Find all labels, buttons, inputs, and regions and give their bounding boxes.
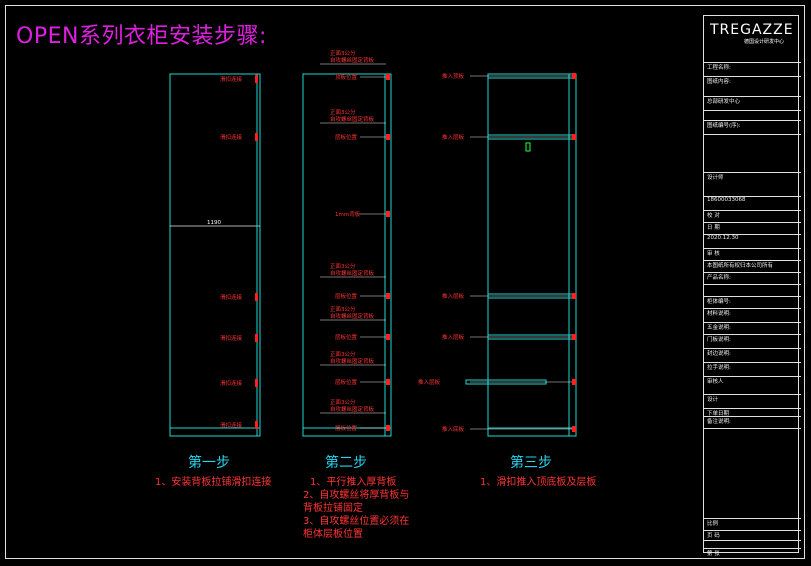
screw-marker xyxy=(386,334,390,340)
screw-note-line1: 正面3公分 xyxy=(330,350,356,358)
step1-note: 1、安装背板拉铺滑扣连接 xyxy=(155,477,272,488)
screw-note-line2: 自攻螺丝固定背板 xyxy=(330,269,375,277)
step3-label: 推入顶板 xyxy=(442,72,465,80)
clip-marker xyxy=(255,75,258,83)
screw-note-line2: 自攻螺丝固定背板 xyxy=(330,56,375,64)
clip-marker xyxy=(255,293,258,301)
step2-label: 层板位置 xyxy=(335,133,358,141)
title-block-row xyxy=(704,134,801,145)
screw-note-line1: 正面3公分 xyxy=(330,262,356,270)
slide-marker xyxy=(572,293,576,299)
screw-note-line1: 正面3公分 xyxy=(330,108,356,116)
screw-note-line2: 自攻螺丝固定背板 xyxy=(330,115,375,123)
clip-marker xyxy=(255,133,258,141)
title-block-row: 设计师 xyxy=(704,172,801,183)
title-block-row: 柜体编号: xyxy=(704,296,801,307)
step1-label: 滑扣连接 xyxy=(220,379,243,387)
step2-note-3: 3、自攻螺丝位置必须在柜体层板位置 xyxy=(303,516,410,540)
screw-note-line2: 自攻螺丝固定背板 xyxy=(330,405,375,413)
step3-heading: 第三步 xyxy=(510,455,552,471)
step3-label: 推入底板 xyxy=(442,425,465,433)
drawing-frame xyxy=(5,5,805,559)
title-block-row xyxy=(704,540,801,551)
slide-marker xyxy=(572,134,576,140)
step3-note: 1、滑扣推入顶底板及层板 xyxy=(480,477,597,488)
screw-marker xyxy=(386,74,390,80)
step1-cabinet: 1190 xyxy=(169,73,261,437)
screw-marker xyxy=(386,379,390,385)
step3-label: 推入层板 xyxy=(442,133,465,141)
title-block-row: 五金说明: xyxy=(704,322,801,333)
title-block-row xyxy=(704,284,801,295)
screw-note-line2: 自攻螺丝固定背板 xyxy=(330,312,375,320)
title-block-row: 总部研发中心 xyxy=(704,96,801,107)
step1-heading: 第一步 xyxy=(188,455,230,471)
step2-label: 顶板位置 xyxy=(335,73,358,81)
step3-label: 推入层板 xyxy=(442,292,465,300)
step1-label: 滑扣连接 xyxy=(220,334,243,342)
title-block-row: 本图纸所有权归本公司所有 xyxy=(704,260,801,271)
step2-cabinet xyxy=(302,73,392,437)
title-block-row xyxy=(704,110,801,121)
step2-label: 1mm背板 xyxy=(335,210,361,218)
step1-mid-label: 1190 xyxy=(207,220,221,226)
brand-subtitle: 德国设计研发中心 xyxy=(744,39,785,45)
step2-note-2: 2、自攻螺丝将厚背板与背板拉铺固定 xyxy=(303,490,410,514)
step1-label: 滑扣连接 xyxy=(220,421,243,429)
clip-marker xyxy=(255,421,258,429)
screw-note-line1: 正面3公分 xyxy=(330,398,356,406)
page-title: OPEN系列衣柜安装步骤: xyxy=(16,24,267,49)
screw-note-line1: 正面3公分 xyxy=(330,49,356,57)
slide-marker xyxy=(572,334,576,340)
title-block-row: 比例 xyxy=(704,518,801,529)
title-block-row: 18600033068 xyxy=(704,196,801,207)
title-block-row: 设计 xyxy=(704,394,801,405)
title-block: TREGAZZE 德国设计研发中心 工程名称: 图纸内容: 总部研发中心图纸编号(序… xyxy=(703,15,801,557)
title-block-row: 产品名称: xyxy=(704,272,801,283)
screw-note-line1: 正面3公分 xyxy=(330,305,356,313)
step3-label: 推入层板 xyxy=(418,378,441,386)
step2-label: 层板位置 xyxy=(335,292,358,300)
screw-note-line2: 自攻螺丝固定背板 xyxy=(330,357,375,365)
brand-logo: TREGAZZE xyxy=(710,22,794,38)
title-block-row: 2020.12.30 xyxy=(704,234,801,245)
step1-label: 滑扣连接 xyxy=(220,75,243,83)
step2-label: 层板位置 xyxy=(335,378,358,386)
step3-label: 推入层板 xyxy=(442,333,465,341)
title-block-row: 图纸内容: xyxy=(704,76,801,87)
title-block-row: 材料说明: xyxy=(704,308,801,319)
step2-note-1: 1、平行推入厚背板 xyxy=(310,477,397,488)
clip-marker xyxy=(255,379,258,387)
slide-marker xyxy=(572,73,576,79)
clip-marker xyxy=(255,334,258,342)
title-block-row: 页 码 xyxy=(704,530,801,541)
step3-cabinet xyxy=(465,73,577,437)
slide-marker xyxy=(572,426,576,432)
title-block-row: 图纸编号(序): xyxy=(704,120,801,131)
title-block-row: 审 核 xyxy=(704,248,801,259)
step1-label: 滑扣连接 xyxy=(220,133,243,141)
screw-marker xyxy=(386,293,390,299)
title-block-row: 下单日期 xyxy=(704,408,801,419)
title-block-row xyxy=(704,428,801,439)
title-block-row: 审核人 xyxy=(704,376,801,387)
screw-marker xyxy=(386,425,390,431)
title-block-row: 日 期 xyxy=(704,222,801,233)
step2-label: 层板位置 xyxy=(335,424,358,432)
title-block-row: 封边说明: xyxy=(704,348,801,359)
step1-label: 滑扣连接 xyxy=(220,293,243,301)
step2-heading: 第二步 xyxy=(325,455,367,471)
title-block-row: 第 张 xyxy=(704,548,801,559)
screw-marker xyxy=(386,211,390,217)
screw-marker xyxy=(386,134,390,140)
title-block-row: 门板说明: xyxy=(704,334,801,345)
step2-label: 层板位置 xyxy=(335,333,358,341)
title-block-row: 拉手说明: xyxy=(704,362,801,373)
slide-marker xyxy=(572,379,576,385)
title-block-row: 工程名称: xyxy=(704,62,801,73)
title-block-row: 备注说明: xyxy=(704,416,801,427)
title-block-row: 校 对 xyxy=(704,210,801,221)
